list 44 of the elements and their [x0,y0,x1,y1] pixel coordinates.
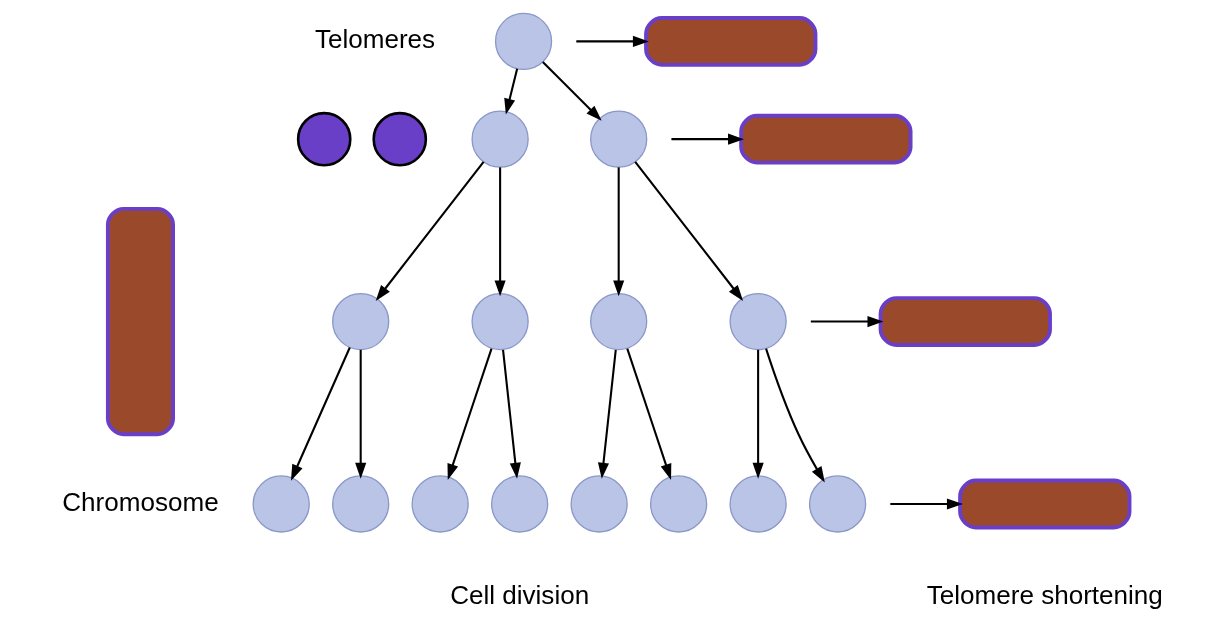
arrow [810,316,883,328]
arrow [447,348,492,480]
arrow [575,35,649,47]
node-box [957,478,1131,530]
node-circle [252,475,310,533]
node-circle [411,475,469,533]
arrow [625,348,671,480]
node-circle [494,12,552,71]
node-circle [470,110,529,168]
node-circle [589,110,647,168]
arrow [503,68,518,115]
node-circle [470,292,529,351]
node-label: Chromosome [61,486,219,517]
node-circle [649,475,707,533]
node-circle [589,292,647,351]
node-box [738,113,913,165]
arrow [670,133,744,145]
arrow [354,349,366,479]
arrow [889,498,963,510]
arrow [612,167,624,297]
arrow [633,161,743,301]
node-circle [728,292,787,351]
node-circle [570,475,628,533]
arrow [375,161,484,301]
node-box [878,296,1052,347]
arrow [764,348,825,483]
node-circle [371,111,427,167]
label: Telomere shortening [926,579,1163,610]
arrow [290,347,351,481]
node-circle [490,475,548,533]
arrow [752,349,764,479]
node-box [643,16,817,67]
node-box [105,206,175,437]
node-circle [808,475,866,533]
label: Telomeres [314,23,435,54]
label: Cell division [449,579,589,610]
arrow [541,61,602,121]
arrow [501,349,521,479]
arrow [494,167,506,297]
node-circle [296,111,352,167]
arrow [597,349,617,479]
node-circle [331,292,389,351]
node-circle [331,475,389,533]
node-circle [728,475,787,533]
